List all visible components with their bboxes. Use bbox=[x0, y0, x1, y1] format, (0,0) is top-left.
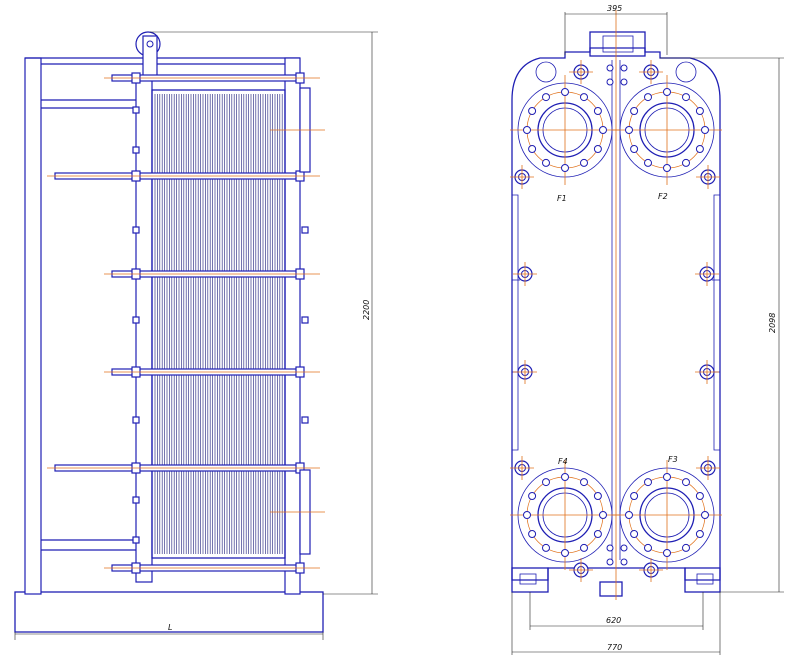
plate-pack bbox=[151, 89, 286, 559]
perimeter-bolts bbox=[510, 60, 720, 582]
foot-spacing-dimension: 620 bbox=[606, 616, 621, 625]
foot-right bbox=[684, 567, 721, 593]
port-label-f1: F1 bbox=[557, 194, 567, 203]
port-spacing-dimension: 395 bbox=[607, 4, 622, 13]
port-label-f4: F4 bbox=[558, 457, 568, 466]
length-dimension: L bbox=[168, 623, 172, 632]
total-width-dimension: 770 bbox=[607, 643, 622, 652]
fixed-frame-plate bbox=[284, 57, 301, 595]
height-dimension: 2200 bbox=[362, 300, 371, 320]
front-view: F1 F2 F3 F4 395 2098 620 770 bbox=[510, 4, 784, 655]
port-label-f3: F3 bbox=[668, 455, 678, 464]
tie-bolts bbox=[47, 72, 320, 574]
plate-lines bbox=[154, 94, 283, 554]
port-height-dimension: 2098 bbox=[768, 313, 777, 333]
guide-column bbox=[24, 57, 42, 595]
side-view: L 2200 bbox=[14, 31, 378, 640]
bottom-lug bbox=[599, 581, 623, 597]
ports bbox=[510, 75, 722, 570]
port-label-f2: F2 bbox=[658, 192, 668, 201]
base-plate bbox=[14, 591, 324, 633]
top-lug bbox=[589, 31, 646, 57]
